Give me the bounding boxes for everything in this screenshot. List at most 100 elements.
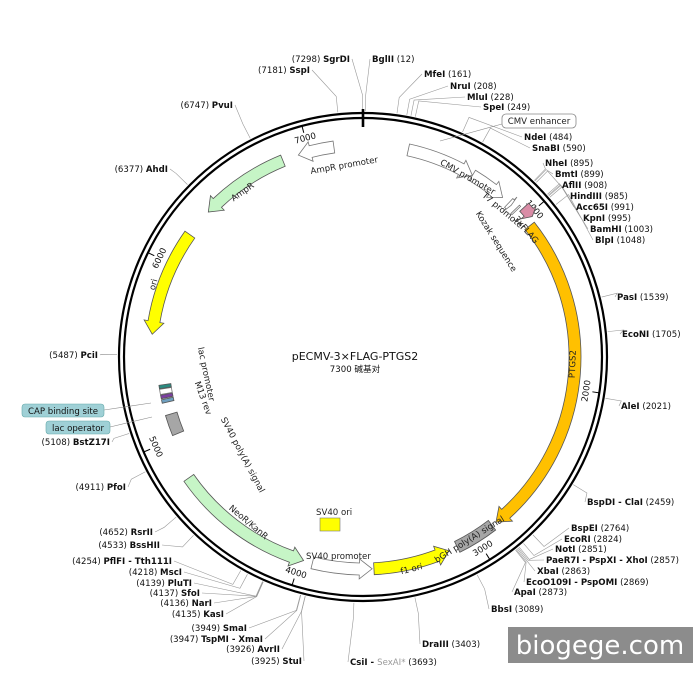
sv40-promoter-label: SV40 promoter [306, 552, 371, 562]
site-label-pasi: PasI (1539) [617, 293, 669, 303]
site-leader-ecori [523, 538, 563, 556]
site-leader-bspdi-clai [573, 484, 588, 503]
site-label-alei: AleI (2021) [621, 402, 671, 412]
feature-t7-promoter [502, 196, 518, 212]
bgh-label: bGH poly(A) signal [433, 514, 506, 565]
feature-3xflag [519, 202, 537, 220]
site-label-nrui: NruI (208) [450, 82, 497, 92]
site-leader-pfoi [127, 471, 146, 488]
site-leader-nhei [534, 162, 546, 181]
site-label-pflfi-tth111i: (4254) PflFI - Tth111I [72, 557, 172, 567]
site-leader-bspei [532, 527, 570, 547]
site-label-tspmi-xmai: (3947) TspMI - XmaI [170, 635, 263, 645]
site-leader-econi [607, 329, 625, 335]
site-leader-csii [347, 602, 355, 663]
site-label-csii: CsiI - SexAI* (3693) [350, 658, 437, 668]
ampr-promoter-label: AmpR promoter [310, 155, 379, 177]
feature-cap-binding-site [158, 383, 172, 390]
site-leader-mfei [396, 73, 423, 114]
site-leader-apai [511, 549, 526, 593]
site-label-nari: (4136) NarI [160, 599, 212, 609]
watermark-box [508, 627, 693, 663]
tick-mark-4000 [291, 578, 295, 586]
feature-f1-ori [373, 545, 450, 576]
feature-m13-rev [161, 396, 175, 404]
site-label-bbsi: BbsI (3089) [491, 605, 543, 615]
site-label-ecori: EcoRI (2824) [564, 535, 622, 545]
feature-neor-kanr [183, 473, 305, 567]
site-leader-sspi [311, 69, 339, 113]
site-label-apai: ApaI (2873) [514, 588, 567, 598]
cap-site-label: CAP binding site [21, 402, 152, 418]
site-label-pvui: (6747) PvuI [180, 101, 233, 111]
site-leader-ecoo109i-pspomi [515, 549, 527, 583]
site-label-mlui: MluI (228) [467, 93, 514, 103]
feature-bgh-poly-a-signal [454, 519, 497, 553]
site-leader-ahdi [169, 168, 188, 185]
site-label-ahdi: (6377) AhdI [115, 165, 168, 175]
ptgs2-label: PTGS2 [568, 350, 579, 378]
watermark: biogege.com [516, 631, 684, 661]
site-leader-pasi [601, 292, 618, 298]
site-label-draiii: DraIII (3403) [422, 640, 480, 650]
feature-ampr [207, 154, 286, 213]
feature-lac-promoter [159, 386, 173, 396]
site-label-spei: SpeI (249) [483, 103, 530, 113]
site-label-smai: (3949) SmaI [192, 624, 247, 634]
site-label-bspdi-clai: BspDI - ClaI (2459) [587, 498, 674, 508]
tick-mark-1000 [538, 200, 545, 207]
site-leader-spei [415, 100, 482, 117]
site-label-snabi: SnaBI (590) [532, 144, 586, 154]
tick-mark-6000 [147, 252, 155, 257]
tick-label-5000: 5000 [146, 435, 164, 459]
site-label-xbai: XbaI (2863) [537, 567, 590, 577]
site-label-ndei: NdeI (484) [524, 133, 572, 143]
site-leader-xbai [516, 548, 536, 572]
feature-sv40-poly-a-signal [165, 411, 185, 437]
site-label-avrii: (3926) AvrII [226, 645, 280, 655]
site-label-ecoo109i-pspomi: EcoO109I - PspOMI (2869) [526, 578, 649, 588]
site-leader-pcii [99, 353, 118, 356]
site-leader-bsshii [161, 535, 194, 548]
site-label-pluti: (4139) PluTI [136, 579, 192, 589]
site-leader-smai [248, 594, 301, 629]
site-leader-ndei [462, 117, 523, 138]
feature-cmv-enhancer [406, 143, 473, 179]
feature-kozak-sequence [510, 204, 522, 216]
ori-label: ori [148, 278, 161, 291]
site-leader-noti [518, 546, 554, 560]
site-leader-sgrdi [351, 58, 363, 112]
site-label-sgrdi: (7298) SgrDI [292, 55, 350, 65]
site-leader-bstz17i [111, 433, 130, 443]
site-label-acc65i: Acc65I (991) [576, 203, 634, 213]
site-leader-pluti [193, 581, 263, 597]
site-label-blpi: BlpI (1048) [595, 236, 645, 246]
lac-operator-label: lac operator [45, 416, 153, 435]
site-label-kpni: KpnI (995) [583, 214, 631, 224]
site-leader-tspmi-xmai [264, 594, 302, 640]
site-label-nhei: NheI (895) [545, 159, 593, 169]
site-leader-pflfi-tth111i [173, 560, 242, 585]
site-label-pcii: (5487) PciI [49, 351, 98, 361]
svg-text:CMV enhancer: CMV enhancer [508, 117, 571, 127]
site-leader-kasi [225, 581, 264, 615]
site-leader-bbsi [476, 574, 490, 610]
feature-sv40-promoter [310, 556, 373, 580]
site-label-stui: (3925) StuI [251, 657, 302, 667]
tick-mark-2000 [592, 391, 600, 394]
site-leader-aflii [536, 170, 561, 186]
feature-ptgs2 [495, 221, 582, 523]
site-label-bspei: BspEI (2764) [571, 524, 629, 534]
feature-cmv-promoter [468, 169, 504, 198]
site-leader-nrui [406, 85, 449, 115]
site-label-noti: NotI (2851) [555, 545, 607, 555]
site-leader-stui [301, 596, 306, 662]
site-leader-snabi [482, 127, 531, 149]
site-label-sspi: (7181) SspI [258, 66, 310, 76]
site-leader-alei [605, 398, 622, 407]
site-label-msci: (4218) MscI [129, 568, 182, 578]
site-leader-msci [183, 571, 248, 589]
svg-text:CAP binding site: CAP binding site [28, 407, 98, 417]
site-label-sfoi: (4137) SfoI [150, 589, 200, 599]
